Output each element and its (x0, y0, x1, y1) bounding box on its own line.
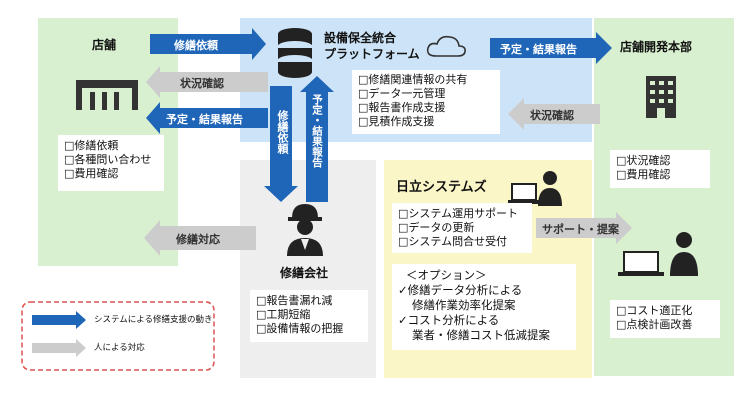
arrow-plan-result-up (300, 76, 334, 202)
label-repair-response: 修繕対応 (176, 233, 220, 246)
database-icon (278, 28, 312, 78)
person-laptop-icon-hq (618, 232, 698, 276)
platform-item: □報告書作成支援 (358, 101, 446, 114)
option-title: ＜オプション＞ (406, 268, 487, 282)
hitachi-item: □データの更新 (398, 221, 475, 234)
hitachi-title: 日立システムズ (396, 180, 487, 195)
platform-card: □修繕関連情報の共有 □データ一元管理 □報告書作成支援 □見積作成支援 (352, 70, 500, 134)
contractor-item: □工期短縮 (256, 308, 311, 321)
hitachi-card: □システム運用サポート □データの更新 □システム問合せ受付 (392, 203, 532, 253)
label-status-check-left: 状況確認 (180, 77, 224, 90)
store-card: □修繕依頼 □各種問い合わせ □費用確認 (58, 135, 164, 191)
hq-title: 店舗開発本部 (620, 40, 693, 54)
worker-icon (287, 204, 323, 256)
label-repair-request-down: 修繕依頼 (276, 110, 289, 154)
option-line: 業者・修繕コスト低減提案 (412, 328, 550, 342)
option-line: ✓修繕データ分析による (398, 283, 523, 297)
hq-item: □状況確認 (616, 154, 671, 167)
contractor-title: 修繕会社 (280, 266, 329, 280)
arrow-repair-response (144, 220, 256, 256)
platform-title: 設備保全統合 プラットフォーム (324, 30, 420, 62)
contractor-card: □報告書漏れ減 □工期短縮 □設備情報の把握 (250, 290, 368, 342)
hitachi-item: □システム運用サポート (398, 207, 519, 220)
person-laptop-icon (508, 171, 562, 206)
building-icon (646, 76, 676, 118)
arrow-repair-request-down (264, 86, 298, 202)
arrow-support (536, 212, 632, 244)
store-item: □修繕依頼 (64, 139, 119, 152)
option-line: 修繕作業効率化提案 (412, 298, 516, 312)
hitachi-item: □システム問合せ受付 (398, 235, 508, 248)
hq-card-bottom: □コスト適正化 □点検計画改善 (610, 300, 720, 338)
platform-item: □見積作成支援 (358, 115, 435, 128)
legend-blue-arrow (32, 311, 86, 329)
legend-blue-label: システムによる修繕支援の動き (94, 315, 213, 325)
arrow-status-check-right (508, 98, 600, 130)
arrow-plan-result-left (146, 102, 268, 134)
platform-item: □データ一元管理 (358, 87, 446, 100)
contractor-item: □報告書漏れ減 (256, 294, 333, 307)
store-item: □費用確認 (64, 167, 119, 180)
store-icon (76, 80, 138, 110)
label-support: サポート・提案 (542, 223, 619, 236)
hq-item: □点検計画改善 (616, 318, 693, 331)
platform-item: □修繕関連情報の共有 (358, 73, 468, 86)
label-plan-result-left: 予定・結果報告 (166, 113, 243, 126)
label-status-check-right: 状況確認 (530, 109, 574, 122)
arrow-status-check-left (146, 66, 268, 98)
cloud-icon (426, 35, 466, 57)
hq-card-top: □状況確認 □費用確認 (610, 150, 710, 188)
hq-item: □費用確認 (616, 168, 671, 181)
store-item: □各種問い合わせ (64, 153, 152, 166)
legend-gray-arrow (32, 339, 86, 357)
platform-title-line1: 設備保全統合 (324, 31, 397, 45)
arrow-repair-request (150, 28, 266, 60)
contractor-item: □設備情報の把握 (256, 322, 344, 335)
hq-item: □コスト適正化 (616, 304, 693, 317)
arrow-plan-result-right (490, 32, 612, 64)
legend-gray-label: 人による対応 (94, 343, 145, 353)
hitachi-option-card: ＜オプション＞ ✓修繕データ分析による 修繕作業効率化提案 ✓コスト分析による … (392, 264, 576, 350)
label-plan-result-up: 予定・結果報告 (311, 94, 323, 168)
label-repair-request: 修繕依頼 (174, 39, 218, 52)
platform-title-line2: プラットフォーム (324, 47, 420, 61)
option-line: ✓コスト分析による (398, 313, 500, 327)
label-plan-result-right: 予定・結果報告 (500, 43, 577, 56)
store-title: 店舗 (92, 38, 117, 52)
